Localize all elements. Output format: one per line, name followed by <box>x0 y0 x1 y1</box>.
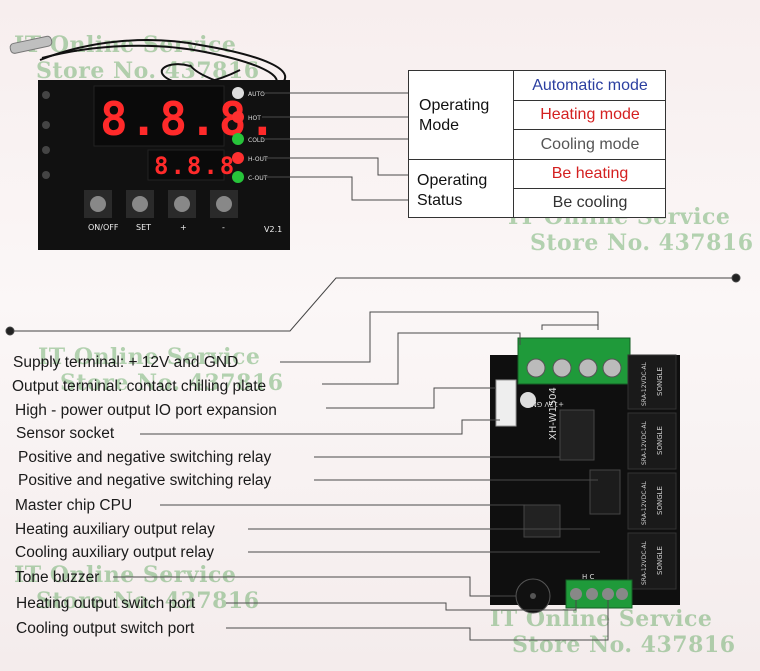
led-cold <box>232 133 244 145</box>
watermark: IT Online Service Store No. 437816 <box>38 344 284 396</box>
button-labels: ON/OFF SET + - <box>88 223 225 232</box>
led-label: H-OUT <box>248 156 268 163</box>
led-auto <box>232 87 244 99</box>
relay-label: SRA-12VDC-AL <box>641 420 648 465</box>
label-heating-aux-relay: Heating auxiliary output relay <box>15 521 215 538</box>
led-h-out <box>232 152 244 164</box>
relay-brand: SONGLE <box>656 426 664 455</box>
status-leader-lines <box>262 92 408 201</box>
label-supply-terminal: Supply terminal: + 12V and GND <box>13 354 239 371</box>
relay-board <box>490 337 680 614</box>
sensor-probe <box>9 35 53 54</box>
led-hot <box>232 111 244 123</box>
watermark-line: Store No. 437816 <box>36 58 260 84</box>
watermark-line: Store No. 437816 <box>36 588 260 614</box>
relay-label: SRA-12VDC-AL <box>641 540 648 585</box>
watermark-line: Store No. 437816 <box>60 370 284 396</box>
relay-label: SRA-12VDC-AL <box>641 480 648 525</box>
connector-line <box>5 273 741 336</box>
label-heating-output-port: Heating output switch port <box>16 595 196 612</box>
relay-label: SRA-12VDC-AL <box>641 361 648 406</box>
component-leader-lines <box>113 311 609 641</box>
display-board <box>38 80 290 250</box>
relay-brand: SONGLE <box>656 486 664 515</box>
relay-labels: SRA-12VDC-AL SONGLE SRA-12VDC-AL SONGLE SRA-… <box>641 361 664 585</box>
group-title-status: Operating Status <box>417 172 488 209</box>
led-label: C-OUT <box>248 175 268 182</box>
label-master-chip: Master chip CPU <box>15 497 133 514</box>
watermark-line: Store No. 437816 <box>512 632 736 658</box>
led-c-out <box>232 171 244 183</box>
label-io-expansion: High - power output IO port expansion <box>15 402 277 419</box>
label-switching-relay-2: Positive and negative switching relay <box>18 472 272 489</box>
module-label: XH-W1504 <box>548 387 559 440</box>
label-tone-buzzer: Tone buzzer <box>15 569 100 586</box>
watermark-line: IT Online Service <box>38 344 261 370</box>
button-label: ON/OFF <box>88 223 119 232</box>
status-heating: Be heating <box>513 159 666 188</box>
label-cooling-output-port: Cooling output switch port <box>16 620 195 637</box>
main-display: 8.8.8. <box>100 92 278 146</box>
led-label: HOT <box>248 115 261 122</box>
mode-cooling: Cooling mode <box>513 129 666 159</box>
led-label: AUTO <box>248 91 265 98</box>
watermark: IT Online Service Store No. 437816 <box>14 562 260 614</box>
relay-brand: SONGLE <box>656 546 664 575</box>
button-label: - <box>222 223 225 232</box>
version-label: V2.1 <box>264 225 282 234</box>
led-label: COLD <box>248 137 265 144</box>
terminal-bottom-label: H C <box>582 573 594 581</box>
relay-brand: SONGLE <box>656 367 664 396</box>
button-label: SET <box>136 223 151 232</box>
status-table: Operating Mode Operating Status Automati… <box>408 70 666 218</box>
table-divider <box>409 159 665 160</box>
group-title-mode: Operating Mode <box>419 97 490 134</box>
label-output-terminal: Output terminal: contact chilling plate <box>12 378 267 395</box>
label-sensor-socket: Sensor socket <box>16 425 115 442</box>
led-indicators: AUTO HOT COLD H-OUT C-OUT <box>232 87 268 183</box>
sub-display: 8.8.8 <box>154 152 236 180</box>
watermark-line: Store No. 437816 <box>530 230 754 256</box>
status-cooling: Be cooling <box>513 188 666 217</box>
watermark-line: IT Online Service <box>14 562 237 588</box>
terminal-label: +12V GND <box>526 400 564 408</box>
mode-heating: Heating mode <box>513 100 666 129</box>
mode-automatic: Automatic mode <box>513 71 666 100</box>
label-cooling-aux-relay: Cooling auxiliary output relay <box>15 544 215 561</box>
label-switching-relay-1: Positive and negative switching relay <box>18 449 272 466</box>
button-label: + <box>180 223 187 232</box>
